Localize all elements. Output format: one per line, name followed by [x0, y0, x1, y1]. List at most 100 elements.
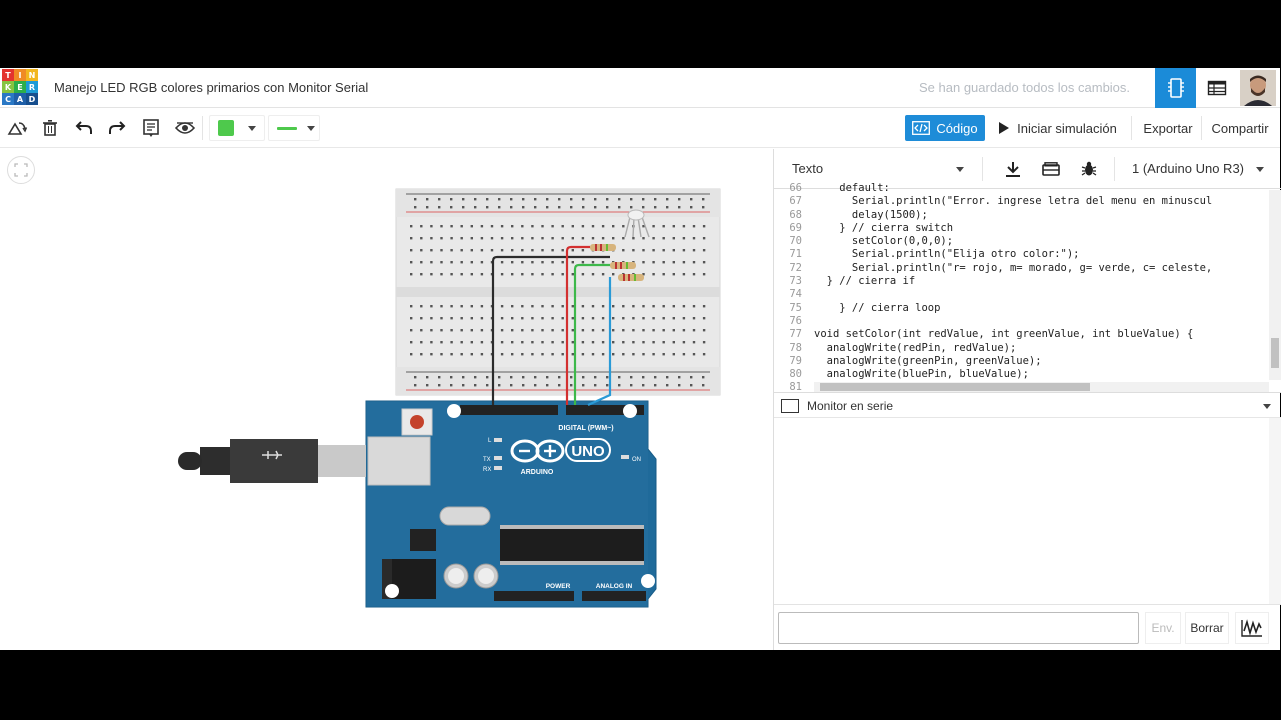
circuit-canvas[interactable]: UNO ARDUINO DIGITAL (PWM~) POWER ANALOG … — [0, 149, 773, 650]
line-number: 81 — [789, 381, 802, 394]
graph-toggle-button[interactable] — [1235, 612, 1269, 644]
notes-icon[interactable] — [141, 118, 161, 138]
code-lines: 66 default:67 Serial.println("Error. ing… — [774, 182, 1269, 395]
waveform-icon — [1241, 619, 1262, 637]
editor-vertical-scrollbar[interactable] — [1269, 190, 1281, 380]
start-simulation-button[interactable]: Iniciar simulación — [990, 115, 1126, 141]
line-number: 69 — [789, 221, 802, 234]
library-icon[interactable] — [1040, 159, 1062, 179]
export-button[interactable]: Exportar — [1143, 120, 1193, 136]
scroll-thumb[interactable] — [820, 383, 1090, 391]
serial-scrollbar[interactable] — [1269, 418, 1281, 604]
clear-button[interactable]: Borrar — [1185, 612, 1229, 644]
color-picker[interactable] — [209, 115, 265, 141]
zoom-to-fit-button[interactable] — [7, 156, 35, 184]
code-line[interactable]: 67 Serial.println("Error. ingrese letra … — [774, 195, 1269, 208]
download-icon[interactable] — [1002, 159, 1024, 179]
share-button[interactable]: Compartir — [1211, 120, 1269, 136]
board-model-label: UNO — [571, 443, 605, 460]
code-line[interactable]: 71 Serial.println("Elija otro color:"); — [774, 248, 1269, 261]
serial-input-bar: Env. Borrar — [774, 604, 1281, 650]
component-list-button[interactable] — [1196, 68, 1237, 108]
logo-letter: T — [2, 69, 14, 81]
user-avatar[interactable] — [1240, 70, 1276, 106]
code-line[interactable]: 73 } // cierra if — [774, 275, 1269, 288]
tx-led-label: TX — [483, 457, 491, 463]
serial-input-field[interactable] — [778, 612, 1139, 644]
tinkercad-logo[interactable]: T I N K E R C A D — [2, 69, 38, 105]
rotate-icon[interactable] — [7, 118, 28, 138]
editor-mode-select[interactable]: Texto — [784, 156, 974, 182]
chevron-down-icon — [307, 126, 315, 131]
resistors[interactable] — [590, 244, 644, 281]
line-text: delay(1500); — [814, 208, 928, 221]
send-button[interactable]: Env. — [1145, 612, 1181, 644]
code-line[interactable]: 74 — [774, 288, 1269, 301]
rx-led-label: RX — [483, 467, 491, 473]
line-number: 74 — [789, 288, 802, 301]
serial-monitor-header[interactable]: Monitor en serie — [774, 392, 1281, 418]
logo-letter: D — [26, 93, 38, 105]
line-text: analogWrite(greenPin, greenValue); — [814, 354, 1042, 367]
on-led-label: ON — [632, 457, 641, 463]
table-icon — [1207, 80, 1226, 96]
line-text: } // cierra loop — [814, 301, 941, 314]
code-line[interactable]: 66 default: — [774, 182, 1269, 195]
breadboard[interactable] — [395, 188, 721, 396]
logo-letter: R — [26, 81, 38, 93]
line-text: Serial.println("r= rojo, m= morado, g= v… — [814, 261, 1213, 274]
code-line[interactable]: 80 analogWrite(bluePin, blueValue); — [774, 368, 1269, 381]
device-select[interactable]: 1 (Arduino Uno R3) — [1124, 156, 1274, 182]
code-line[interactable]: 68 delay(1500); — [774, 209, 1269, 222]
line-number: 78 — [789, 341, 802, 354]
line-number: 72 — [789, 261, 802, 274]
chevron-down-icon[interactable] — [1263, 404, 1271, 409]
save-status: Se han guardado todos los cambios. — [919, 80, 1131, 95]
logo-letter: K — [2, 81, 14, 93]
code-line[interactable]: 70 setColor(0,0,0); — [774, 235, 1269, 248]
arduino-uno-board[interactable]: UNO ARDUINO DIGITAL (PWM~) POWER ANALOG … — [178, 400, 657, 608]
line-number: 79 — [789, 354, 802, 367]
wires[interactable] — [491, 245, 612, 407]
main-toolbar: Código Iniciar simulación Exportar Compa… — [0, 108, 1280, 148]
line-text: } // cierra switch — [814, 221, 954, 234]
scroll-thumb[interactable] — [1271, 338, 1279, 368]
tinkercad-app: T I N K E R C A D Manejo LED RGB colores… — [0, 68, 1281, 650]
color-swatch — [218, 120, 234, 136]
circuit-view-button[interactable] — [1155, 68, 1196, 108]
undo-icon[interactable] — [74, 118, 94, 138]
code-editor[interactable]: 66 default:67 Serial.println("Error. ing… — [774, 182, 1281, 393]
line-text: setColor(0,0,0); — [814, 235, 954, 248]
code-line[interactable]: 75 } // cierra loop — [774, 302, 1269, 315]
redo-icon[interactable] — [107, 118, 127, 138]
code-line[interactable]: 69 } // cierra switch — [774, 222, 1269, 235]
logo-letter: A — [14, 93, 26, 105]
code-button[interactable]: Código — [905, 115, 985, 141]
code-line[interactable]: 78 analogWrite(redPin, redValue); — [774, 342, 1269, 355]
l-led-label: L — [488, 438, 492, 444]
line-text: Serial.println("Error. ingrese letra del… — [814, 195, 1213, 208]
wire-style-picker[interactable] — [268, 115, 320, 141]
line-number: 70 — [789, 235, 802, 248]
fit-view-icon — [14, 163, 28, 177]
line-number: 67 — [789, 195, 802, 208]
logo-letter: I — [14, 69, 26, 81]
serial-output — [774, 418, 1281, 604]
chip-icon — [1167, 78, 1184, 98]
avatar-image — [1240, 70, 1276, 106]
eye-icon[interactable] — [174, 118, 196, 138]
line-text: Serial.println("Elija otro color:"); — [814, 248, 1080, 261]
logo-letter: N — [26, 69, 38, 81]
rgb-led[interactable] — [624, 209, 650, 238]
device-value: 1 (Arduino Uno R3) — [1132, 161, 1244, 176]
trash-icon[interactable] — [40, 118, 60, 138]
code-line[interactable]: 79 analogWrite(greenPin, greenValue); — [774, 355, 1269, 368]
top-header: T I N K E R C A D Manejo LED RGB colores… — [0, 68, 1280, 108]
design-title[interactable]: Manejo LED RGB colores primarios con Mon… — [54, 80, 369, 95]
bug-icon[interactable] — [1078, 159, 1100, 179]
code-line[interactable]: 76 — [774, 315, 1269, 328]
editor-horizontal-scrollbar[interactable] — [814, 382, 1269, 392]
code-line[interactable]: 72 Serial.println("r= rojo, m= morado, g… — [774, 262, 1269, 275]
serial-monitor-icon — [781, 399, 799, 413]
